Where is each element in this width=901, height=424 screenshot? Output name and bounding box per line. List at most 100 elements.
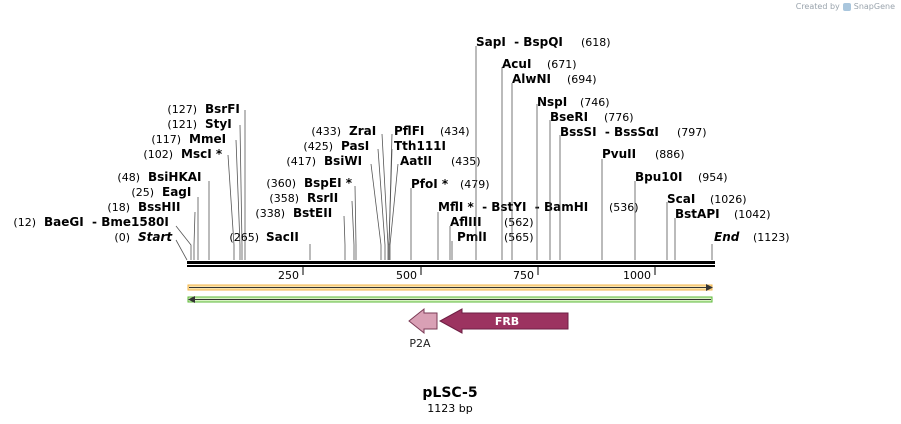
site-label: SacII	[266, 230, 299, 244]
site-position: (1026)	[710, 193, 747, 206]
attribution: Created by SnapGene	[796, 2, 895, 11]
site-label: Bpu10I	[635, 170, 682, 184]
site-label: RsrII	[307, 191, 338, 205]
site-beri[interactable]: BseRI (776)	[549, 110, 634, 260]
site-position: (694)	[567, 73, 597, 86]
site-bspei[interactable]: (360) BspEI *	[266, 176, 357, 260]
site-bsshii[interactable]: (18) BssHII	[107, 200, 196, 260]
site-label: PflFI	[394, 124, 424, 138]
p2a-arrow	[408, 307, 438, 335]
site-position: (618)	[581, 36, 611, 49]
site-label: SapI - BspQI	[476, 35, 563, 49]
site-label: BaeGI - Bme1580I	[44, 215, 169, 229]
site-label: AflIII	[450, 215, 482, 229]
site-rsrii[interactable]: (358) RsrII	[269, 191, 355, 260]
site-sapi[interactable]: SapI - BspQI (618)	[475, 35, 611, 260]
site-position: (25)	[131, 186, 154, 199]
site-afliii[interactable]: AflIII (562)	[449, 215, 534, 260]
restriction-sites: (12) BaeGI - Bme1580I (18) BssHII (25) E…	[13, 35, 771, 260]
site-mfli[interactable]: MflI * - BstYI - BamHI (536)	[437, 200, 639, 260]
site-position: (127)	[167, 103, 197, 116]
end-position: (1123)	[753, 231, 790, 244]
site-label: MflI * - BstYI - BamHI	[438, 200, 588, 214]
site-alwni[interactable]: AlwNI (694)	[511, 72, 597, 260]
site-label: PmlI	[457, 230, 487, 244]
site-label: BspEI *	[304, 176, 353, 190]
site-position: (121)	[167, 118, 197, 131]
p2a-label: P2A	[409, 337, 431, 350]
site-msci[interactable]: (102) MscI *	[143, 147, 235, 260]
site-mmei[interactable]: (117) MmeI	[151, 132, 241, 260]
site-styi[interactable]: (121) StyI	[167, 117, 243, 260]
site-position: (358)	[269, 192, 299, 205]
site-label: PasI	[341, 139, 369, 153]
site-position: (565)	[504, 231, 534, 244]
start-label: Start	[138, 230, 173, 244]
reverse-strand-feature[interactable]	[187, 296, 713, 303]
site-acui[interactable]: AcuI (671)	[501, 57, 577, 260]
site-zrai[interactable]: (433) ZraI	[311, 124, 389, 260]
site-pmli[interactable]: PmlI (565)	[451, 230, 534, 260]
site-position: (1042)	[734, 208, 771, 221]
site-position: (954)	[698, 171, 728, 184]
site-bpu10i[interactable]: Bpu10I (954)	[634, 170, 728, 260]
site-bstapi[interactable]: BstAPI (1042)	[674, 207, 771, 260]
site-pasi[interactable]: (425) PasI	[303, 139, 386, 260]
forward-strand-feature[interactable]	[187, 284, 713, 291]
start-position: (0)	[114, 231, 130, 244]
tick-label-500: 500	[396, 269, 417, 282]
site-label: MmeI	[189, 132, 226, 146]
end-marker: End (1123)	[711, 230, 790, 260]
site-position: (102)	[143, 148, 173, 161]
site-position: (536)	[609, 201, 639, 214]
site-pvuii[interactable]: PvuII (886)	[601, 147, 685, 260]
site-position: (797)	[677, 126, 707, 139]
site-label: Tth111I	[394, 139, 446, 153]
site-position: (12)	[13, 216, 36, 229]
forward-arrow-icon	[706, 284, 713, 291]
site-label: NspI	[537, 95, 567, 109]
site-bsssi[interactable]: BssSI - BssSαI (797)	[559, 125, 707, 260]
backbone-strand-bottom	[187, 265, 715, 267]
site-label: BstAPI	[675, 207, 720, 221]
site-position: (48)	[117, 171, 140, 184]
site-position: (479)	[460, 178, 490, 191]
site-bsrfi[interactable]: (127) BsrFI	[167, 102, 246, 260]
site-label: BssSI - BssSαI	[560, 125, 659, 139]
backbone-strand-top	[187, 261, 715, 264]
site-label: BsiHKAI	[148, 170, 202, 184]
site-label: BssHII	[138, 200, 180, 214]
site-baegi[interactable]: (12) BaeGI - Bme1580I	[13, 215, 192, 260]
site-sacii[interactable]: (265) SacII	[229, 230, 311, 260]
site-nspi[interactable]: NspI (746)	[536, 95, 610, 260]
feature-frb[interactable]: FRB	[438, 308, 569, 334]
site-position: (435)	[451, 155, 481, 168]
site-label: MscI *	[181, 147, 223, 161]
site-position: (434)	[440, 125, 470, 138]
map-length: 1123 bp	[427, 402, 472, 415]
site-position: (425)	[303, 140, 333, 153]
site-label: ZraI	[349, 124, 376, 138]
site-bsihkai[interactable]: (48) BsiHKAI	[117, 170, 210, 260]
site-label: ScaI	[667, 192, 695, 206]
site-bsteii[interactable]: (338) BstEII	[255, 206, 346, 260]
end-label: End	[714, 230, 740, 244]
site-bsiwi[interactable]: (417) BsiWI	[286, 154, 382, 260]
site-label: BsrFI	[205, 102, 240, 116]
reverse-arrow-icon	[188, 296, 195, 303]
site-label: PvuII	[602, 147, 636, 161]
start-marker: (0) Start	[114, 230, 188, 261]
site-aatii[interactable]: AatII (435)	[389, 154, 481, 260]
site-position: (671)	[547, 58, 577, 71]
site-label: EagI	[162, 185, 191, 199]
site-pfoi[interactable]: PfoI * (479)	[410, 177, 490, 260]
site-label: BstEII	[293, 206, 332, 220]
site-position: (433)	[311, 125, 341, 138]
feature-p2a[interactable]: P2A	[408, 307, 438, 350]
site-tth111i[interactable]: Tth111I	[388, 139, 446, 246]
site-scai[interactable]: ScaI (1026)	[666, 192, 747, 260]
tick-label-1000: 1000	[623, 269, 651, 282]
site-position: (746)	[580, 96, 610, 109]
site-eagi[interactable]: (25) EagI	[131, 185, 199, 260]
frb-label: FRB	[495, 315, 519, 328]
